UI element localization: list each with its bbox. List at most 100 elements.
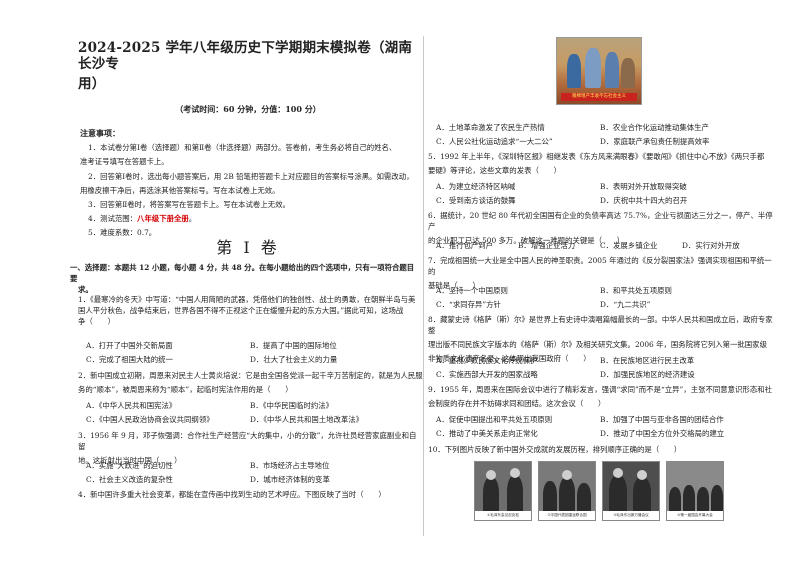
photo-person xyxy=(669,487,681,511)
exam-time-score: （考试时间：60 分钟，分值：100 分） xyxy=(175,104,321,114)
question-2: 2．新中国成立初期，周恩来对民主人士黄炎培说：它是由全国各党派一起千辛万苦制定的… xyxy=(78,370,423,395)
option: C．受到南方谈话的鼓舞 xyxy=(436,196,516,205)
photo-scene xyxy=(667,462,723,511)
photo-4: ④第一届国会开幕大会 xyxy=(666,461,724,521)
photo-person xyxy=(483,477,499,511)
question-line: 的企业职工已达 500 多万。破解这一难题的关键是（ ） xyxy=(428,236,625,245)
option: B．和平共处五项原则 xyxy=(600,286,672,295)
photo-caption: ①毛泽东会见尼克松 xyxy=(475,511,531,520)
option: D．推动了中国全方位外交格局的建立 xyxy=(600,429,725,438)
option: D．《中华人民共和国土地改革法》 xyxy=(250,415,364,424)
section-heading-line2: 求。 xyxy=(78,285,93,294)
notice-heading: 注意事项： xyxy=(80,128,120,138)
range-label: 4．测试范围： xyxy=(88,214,138,223)
question-line: 4．新中国许多重大社会变革，都能在宣传画中找到生动的艺术呼应。下图反映了当时（ … xyxy=(78,490,386,499)
question-line: 3．1956 年 9 月，邓子恢强调：合作社生产经营应“大的集中，小的分散”，允… xyxy=(78,431,417,451)
photo-person xyxy=(507,475,523,511)
question-8: 8．藏蒙史诗《格萨（斯）尔》是世界上有史诗中演唱篇幅最长的一部。中华人民共和国成… xyxy=(428,314,773,364)
volume-heading: 第 I 卷 xyxy=(216,238,280,257)
question-line: 8．藏蒙史诗《格萨（斯）尔》是世界上有史诗中演唱篇幅最长的一部。中华人民共和国成… xyxy=(428,315,773,335)
question-line: 非物质文化遗产名录。这体现出我国政府（ ） xyxy=(428,354,591,363)
question-3: 3．1956 年 9 月，邓子恢强调：合作社生产经营应“大的集中，小的分散”，允… xyxy=(78,430,423,466)
section-heading-line1: 一、选择题：本题共 12 小题，每小题 4 分，共 48 分。在每小题给出的四个… xyxy=(70,263,415,283)
photo-scene xyxy=(603,462,659,511)
option: B．表明对外开放取得突破 xyxy=(600,182,687,191)
column-divider xyxy=(423,36,424,536)
option: D．家庭联产承包责任制提高效率 xyxy=(600,137,710,146)
option: C．社会主义改造的复杂性 xyxy=(86,475,173,484)
photo-person xyxy=(711,485,723,511)
question-7: 7．完成祖国统一大业是全中国人民的神圣职责。2005 年通过的《反分裂国家法》强… xyxy=(428,255,773,291)
option: A．推行包产到户 xyxy=(436,241,494,250)
question-line: 9．1955 年，周恩来在国际会议中进行了精彩发言，强调“求同”而不是“立异”，… xyxy=(428,385,772,394)
question-line: 理出版不同民族文字版本的《格萨（斯）尔》及相关研究文集。2006 年，国务院将它… xyxy=(428,340,767,349)
photo-head xyxy=(486,470,496,480)
propaganda-poster-image: 粮棉增产丰收不忘社会主义 xyxy=(556,37,642,105)
question-4: 4．新中国许多重大社会变革，都能在宣传画中找到生动的艺术呼应。下图反映了当时（ … xyxy=(78,489,423,500)
option: A．为建立经济特区呐喊 xyxy=(436,182,516,191)
question-5: 5．1992 年上半年，《深圳特区报》相继发表《东方风来满眼春》《要敢闯》《抓住… xyxy=(428,151,773,176)
question-line: 1．《最寒冷的冬天》中写道：“中国人用简陋的武器，凭借他们的独创性、战士的勇敢，… xyxy=(78,295,416,304)
option: D．“九二共识” xyxy=(600,300,651,309)
option: C．完成了祖国大陆的统一 xyxy=(86,355,173,364)
option: D．城市经济体制的变革 xyxy=(250,475,330,484)
option: B．增强企业活力 xyxy=(518,241,576,250)
notice-item: 5．难度系数：0.7。 xyxy=(88,228,157,237)
question-line: 10．下列图片反映了新中国外交成就的发展历程，排列顺序正确的是（ ） xyxy=(428,445,682,454)
photo-caption: ③毛泽东出席万隆会议 xyxy=(603,511,659,520)
option: A．打开了中国外交新局面 xyxy=(86,341,173,350)
photo-head xyxy=(510,468,520,478)
option: D．壮大了社会主义的力量 xyxy=(250,355,338,364)
range-end: 。 xyxy=(188,214,197,223)
option: A．《中华人民共和国宪法》 xyxy=(86,401,177,410)
question-6: 6．据统计，20 世纪 80 年代初全国国有企业的负债率高达 75.7%，企业亏… xyxy=(428,210,773,246)
photo-person xyxy=(683,485,695,511)
option: A．实施“大跃进”的迫切性 xyxy=(86,461,173,470)
notice-item: 准考证号填写在答题卡上。 xyxy=(80,157,169,166)
question-line: 地。这折射出当时中国（ ） xyxy=(78,456,182,465)
question-line: 务的“顺本”，被周恩来称为“顺本”，起临时宪法作用的是（ ） xyxy=(78,385,293,394)
option: A．土地革命激发了农民生产热情 xyxy=(436,123,545,132)
notice-item: 1．本试卷分第Ⅰ卷（选择题）和第Ⅱ卷（非选择题）两部分。答卷前，考生务必将自己的… xyxy=(88,143,397,152)
poster-figure xyxy=(621,58,635,88)
photo-2: ②中国代表团重返联合国 xyxy=(538,461,596,521)
photo-person xyxy=(609,475,627,511)
photo-person xyxy=(559,477,575,511)
poster-figure xyxy=(567,54,581,88)
question-line: 2．新中国成立初期，周恩来对民主人士黄炎培说：它是由全国各党派一起千辛万苦制定的… xyxy=(78,371,423,380)
option: B．提高了中国的国际地位 xyxy=(250,341,337,350)
photo-head xyxy=(562,470,572,480)
question-line: 5．1992 年上半年，《深圳特区报》相继发表《东方风来满眼春》《要敢闯》《抓住… xyxy=(428,152,765,161)
question-1: 1．《最寒冷的冬天》中写道：“中国人用简陋的武器，凭借他们的独创性、战士的勇敢，… xyxy=(78,294,423,327)
photo-3: ③毛泽东出席万隆会议 xyxy=(602,461,660,521)
option: C．《中国人民政治协商会议共同纲领》 xyxy=(86,415,214,424)
question-line: 7．完成祖国统一大业是全中国人民的神圣职责。2005 年通过的《反分裂国家法》强… xyxy=(428,256,772,276)
question-10: 10．下列图片反映了新中国外交成就的发展历程，排列顺序正确的是（ ） xyxy=(428,444,773,455)
option: D．庆祝中共十四大的召开 xyxy=(600,196,688,205)
question-line: 要硬》等评论，这些文章的发表（ ） xyxy=(428,166,562,175)
option: A．促使中国提出和平共处五项原则 xyxy=(436,415,553,424)
question-line: 基础是（ ） xyxy=(428,281,480,290)
photo-strip: ①毛泽东会见尼克松 ②中国代表团重返联合国 ③毛泽东出席万隆会议 xyxy=(474,461,724,521)
photo-person xyxy=(543,481,557,511)
right-column: 粮棉增产丰收不忘社会主义 A．土地革命激发了农民生产热情 B．农业合作化运动推动… xyxy=(428,0,773,566)
option: B．《中华民国临时约法》 xyxy=(250,401,334,410)
option: B．农业合作化运动推动集体生产 xyxy=(600,123,709,132)
poster-figure xyxy=(585,48,601,88)
option: D．加强民族地区的经济建设 xyxy=(600,370,695,379)
photo-caption: ②中国代表团重返联合国 xyxy=(539,511,595,520)
photo-person xyxy=(697,487,709,511)
poster-banner: 粮棉增产丰收不忘社会主义 xyxy=(561,93,637,101)
photo-head xyxy=(613,468,623,478)
question-line: 国人平分秋色，战争结束后，世界各国不得不正视这个正在缓慢升起的东方大国。”据此可… xyxy=(78,306,404,315)
poster-figure xyxy=(605,52,619,88)
section-heading: 一、选择题：本题共 12 小题，每小题 4 分，共 48 分。在每小题给出的四个… xyxy=(70,262,415,295)
option: B．在民族地区进行民主改革 xyxy=(600,356,695,365)
option: D．实行对外开放 xyxy=(682,241,740,250)
notice-item: 用橡皮擦干净后，再选涂其他答案标号。写在本试卷上无效。 xyxy=(80,186,280,195)
question-9: 9．1955 年，周恩来在国际会议中进行了精彩发言，强调“求同”而不是“立异”，… xyxy=(428,384,773,409)
option: A．重视少数民族文化传统保护 xyxy=(436,356,538,365)
photo-caption: ④第一届国会开幕大会 xyxy=(667,511,723,520)
notice-item: 2．回答第Ⅰ卷时，选出每小题答案后，用 2B 铅笔把答题卡上对应题目的答案标号涂… xyxy=(88,172,414,181)
